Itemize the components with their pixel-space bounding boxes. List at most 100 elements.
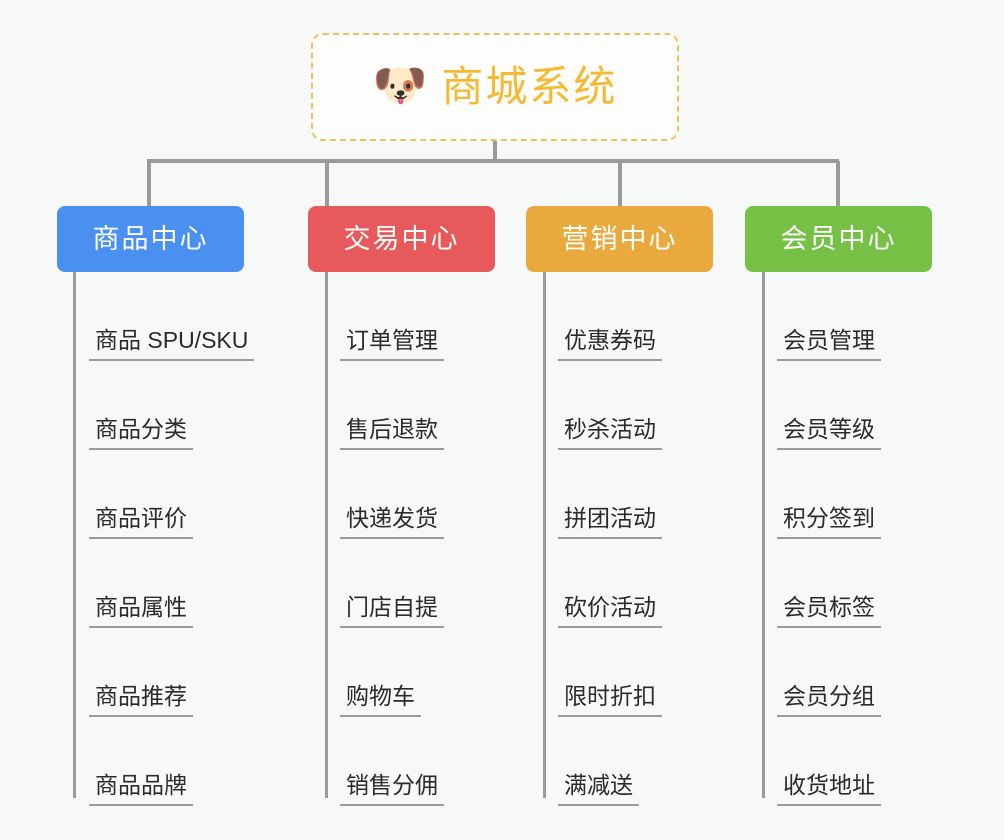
leaf-underline: 门店自提: [340, 595, 444, 628]
connector-drop-trade-center: [325, 161, 329, 208]
leaf-underline: 订单管理: [340, 328, 444, 361]
leaf-item[interactable]: 会员等级: [745, 361, 932, 450]
leaf-item[interactable]: 商品品牌: [57, 717, 244, 806]
shiba-dog-face-icon: 🐶: [372, 61, 428, 110]
leaf-label: 商品推荐: [95, 682, 187, 709]
leaf-label: 收货地址: [783, 771, 875, 798]
leaf-list-member-center: 会员管理会员等级积分签到会员标签会员分组收货地址: [745, 272, 932, 806]
category-label-marketing-center: 营销中心: [561, 223, 678, 254]
connector-drop-marketing-center: [618, 161, 622, 208]
leaf-underline: 商品评价: [89, 506, 193, 539]
leaf-item[interactable]: 商品属性: [57, 539, 244, 628]
leaf-item[interactable]: 满减送: [526, 717, 713, 806]
leaf-item[interactable]: 订单管理: [308, 272, 495, 361]
leaf-label: 优惠券码: [564, 326, 656, 353]
leaf-item[interactable]: 收货地址: [745, 717, 932, 806]
leaf-item[interactable]: 门店自提: [308, 539, 495, 628]
leaf-underline: 砍价活动: [558, 595, 662, 628]
leaf-list-product-center: 商品 SPU/SKU 商品分类商品评价商品属性商品推荐商品品牌: [57, 272, 255, 806]
leaf-item[interactable]: 会员分组: [745, 628, 932, 717]
leaf-underline: 满减送: [558, 773, 639, 806]
category-box-trade-center[interactable]: 交易中心: [308, 206, 495, 272]
leaf-label: 商品 SPU/SKU: [95, 326, 249, 353]
leaf-label: 满减送: [564, 771, 633, 798]
leaf-label: 商品属性: [95, 593, 187, 620]
column-product-center: 商品中心: [57, 206, 244, 272]
connector-root-stem: [493, 141, 497, 163]
root-title: 商城系统: [441, 63, 618, 110]
leaf-label: 商品评价: [95, 504, 187, 531]
leaf-label: 门店自提: [346, 593, 438, 620]
leaf-item[interactable]: 商品推荐: [57, 628, 244, 717]
leaf-underline: 商品分类: [89, 417, 193, 450]
leaf-item[interactable]: 快递发货: [308, 450, 495, 539]
leaf-underline: 商品品牌: [89, 773, 193, 806]
leaf-item[interactable]: 拼团活动: [526, 450, 713, 539]
leaf-label: 拼团活动: [564, 504, 656, 531]
leaf-underline: 会员管理: [777, 328, 881, 361]
leaf-item[interactable]: 积分签到: [745, 450, 932, 539]
column-trade-center: 交易中心: [308, 206, 495, 272]
leaf-underline: 购物车: [340, 684, 421, 717]
connector-horizontal-bus: [147, 159, 839, 163]
leaf-item[interactable]: 限时折扣: [526, 628, 713, 717]
leaf-label: 购物车: [346, 682, 415, 709]
leaf-list-trade-center: 订单管理售后退款快递发货门店自提购物车销售分佣: [308, 272, 495, 806]
leaf-underline: 优惠券码: [558, 328, 662, 361]
category-label-trade-center: 交易中心: [343, 223, 460, 254]
leaf-underline: 会员等级: [777, 417, 881, 450]
leaf-label: 快递发货: [346, 504, 438, 531]
column-member-center: 会员中心: [745, 206, 932, 272]
category-label-member-center: 会员中心: [780, 223, 897, 254]
leaf-label: 积分签到: [783, 504, 875, 531]
leaf-label: 销售分佣: [346, 771, 438, 798]
category-box-product-center[interactable]: 商品中心: [57, 206, 244, 272]
leaf-label: 商品品牌: [95, 771, 187, 798]
leaf-label: 限时折扣: [564, 682, 656, 709]
spine-trade-center: [325, 272, 328, 798]
leaf-item[interactable]: 砍价活动: [526, 539, 713, 628]
leaf-underline: 商品推荐: [89, 684, 193, 717]
leaf-underline: 收货地址: [777, 773, 881, 806]
leaf-item[interactable]: 会员标签: [745, 539, 932, 628]
leaf-label: 会员等级: [783, 415, 875, 442]
category-label-product-center: 商品中心: [92, 223, 209, 254]
column-marketing-center: 营销中心: [526, 206, 713, 272]
leaf-underline: 商品 SPU/SKU: [89, 326, 255, 361]
leaf-label: 商品分类: [95, 415, 187, 442]
spine-member-center: [762, 272, 765, 798]
leaf-item[interactable]: 会员管理: [745, 272, 932, 361]
leaf-underline: 销售分佣: [340, 773, 444, 806]
root-node[interactable]: 🐶 商城系统: [311, 33, 679, 141]
leaf-underline: 拼团活动: [558, 506, 662, 539]
category-box-member-center[interactable]: 会员中心: [745, 206, 932, 272]
category-box-marketing-center[interactable]: 营销中心: [526, 206, 713, 272]
leaf-underline: 快递发货: [340, 506, 444, 539]
leaf-label: 秒杀活动: [564, 415, 656, 442]
leaf-underline: 秒杀活动: [558, 417, 662, 450]
leaf-item[interactable]: 购物车: [308, 628, 495, 717]
leaf-underline: 会员标签: [777, 595, 881, 628]
leaf-underline: 商品属性: [89, 595, 193, 628]
connector-drop-member-center: [836, 161, 840, 208]
leaf-underline: 售后退款: [340, 417, 444, 450]
leaf-item[interactable]: 销售分佣: [308, 717, 495, 806]
leaf-item[interactable]: 商品分类: [57, 361, 244, 450]
connector-drop-product-center: [147, 161, 151, 208]
spine-marketing-center: [543, 272, 546, 798]
leaf-label: 订单管理: [346, 326, 438, 353]
leaf-label: 砍价活动: [564, 593, 656, 620]
leaf-label: 会员分组: [783, 682, 875, 709]
leaf-underline: 积分签到: [777, 506, 881, 539]
leaf-label: 售后退款: [346, 415, 438, 442]
spine-product-center: [73, 272, 76, 798]
leaf-label: 会员管理: [783, 326, 875, 353]
leaf-underline: 限时折扣: [558, 684, 662, 717]
leaf-item[interactable]: 商品 SPU/SKU: [57, 272, 255, 361]
leaf-item[interactable]: 优惠券码: [526, 272, 713, 361]
leaf-item[interactable]: 售后退款: [308, 361, 495, 450]
leaf-item[interactable]: 秒杀活动: [526, 361, 713, 450]
leaf-list-marketing-center: 优惠券码秒杀活动拼团活动砍价活动限时折扣满减送: [526, 272, 713, 806]
leaf-item[interactable]: 商品评价: [57, 450, 244, 539]
